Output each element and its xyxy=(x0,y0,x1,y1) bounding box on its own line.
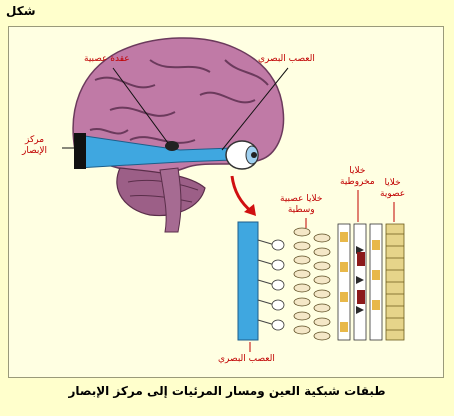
label-rod-cells-line2: عصوية xyxy=(380,189,406,199)
label-optic-nerve-top: العصب البصري xyxy=(258,54,315,64)
figure-tag: شكل xyxy=(6,4,36,18)
retina-cross-section xyxy=(237,221,405,341)
nerve-node-marker xyxy=(165,141,179,151)
label-rod-cells: خلايا عصوية xyxy=(380,178,405,200)
optic-nerve-bar xyxy=(237,221,259,341)
visual-center-marker xyxy=(74,133,86,169)
label-visual-center: مركز الإبصار xyxy=(22,135,47,157)
label-bipolar-cells-line1: خلايا عصبية xyxy=(280,194,323,204)
label-visual-center-line1: مركز xyxy=(24,135,45,145)
label-cone-cells-line2: مخروطية xyxy=(340,177,375,187)
label-cone-cells: خلايا مخروطية xyxy=(340,166,375,188)
figure-caption: طبقات شبكية العين ومسار المرئيات إلى مرك… xyxy=(68,384,386,398)
label-optic-nerve-bottom: العصب البصري xyxy=(218,354,275,364)
label-bipolar-cells-line2: وسطية xyxy=(287,205,315,215)
eye-illustration xyxy=(225,140,259,170)
leader-optic-nerve-top xyxy=(221,67,289,151)
leader-nerve-node xyxy=(112,67,169,144)
label-rod-cells-line1: خلايا xyxy=(384,178,401,188)
label-nerve-node: عقدة عصبية xyxy=(84,54,130,64)
brain-stem xyxy=(159,167,182,233)
label-visual-center-line2: الإبصار xyxy=(22,146,48,156)
zoom-arrow xyxy=(230,175,253,214)
brain-illustration xyxy=(72,37,285,233)
label-bipolar-cells: خلايا عصبية وسطية xyxy=(280,194,322,216)
label-cone-cells-line1: خلايا xyxy=(349,166,366,176)
zoom-arrow-head xyxy=(244,204,256,216)
